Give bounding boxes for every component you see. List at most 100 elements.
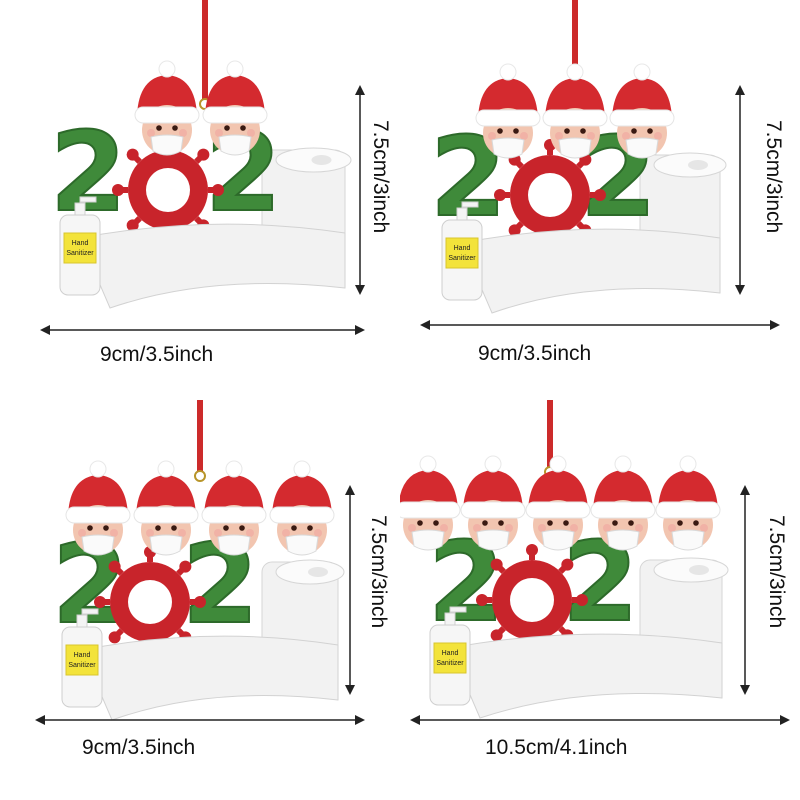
- eye: [647, 128, 653, 134]
- cheek: [622, 132, 630, 140]
- width-arrow-head-left: [35, 715, 45, 725]
- eye: [564, 128, 570, 134]
- eye: [433, 520, 439, 526]
- eye: [291, 525, 297, 531]
- width-arrow-head-right: [355, 715, 365, 725]
- face-mask: [491, 137, 525, 159]
- face-mask: [217, 534, 251, 556]
- virus-spike-tip: [94, 596, 106, 608]
- hat-brim: [400, 501, 461, 519]
- cheek: [440, 524, 448, 532]
- santa-figure: [400, 455, 461, 551]
- cheek: [635, 524, 643, 532]
- eye: [156, 125, 162, 131]
- cheek: [570, 524, 578, 532]
- eye: [693, 520, 699, 526]
- eye: [628, 520, 634, 526]
- santa-hat: [658, 470, 718, 510]
- santa-figure: [475, 63, 541, 159]
- eye: [482, 520, 488, 526]
- eye: [497, 128, 503, 134]
- zero-ring-hole: [528, 173, 572, 217]
- cheek: [587, 132, 595, 140]
- height-dimension-label: 7.5cm/3inch: [369, 120, 392, 234]
- hanging-ribbon: [202, 0, 208, 100]
- santa-figure: [542, 63, 608, 159]
- bottle-pump: [76, 614, 88, 628]
- eye: [87, 525, 93, 531]
- cheek: [408, 524, 416, 532]
- paper-banner: [81, 635, 339, 721]
- cheek: [520, 132, 528, 140]
- hat-brim: [542, 109, 608, 127]
- cheek: [654, 132, 662, 140]
- santa-figure: [655, 455, 721, 551]
- hat-pompom: [158, 60, 176, 78]
- hat-brim: [65, 506, 131, 524]
- hat-pompom: [549, 455, 567, 473]
- eye: [224, 125, 230, 131]
- width-dimension-label: 10.5cm/4.1inch: [485, 736, 628, 759]
- paper-banner: [449, 633, 723, 719]
- sanitizer-label-line1: Hand: [72, 240, 89, 247]
- eye: [498, 520, 504, 526]
- virus-spike-tip: [212, 184, 224, 196]
- zero-ring-hole: [510, 578, 554, 622]
- santa-hat: [545, 78, 605, 118]
- cheek: [538, 524, 546, 532]
- virus-zero-ring: [476, 544, 588, 656]
- width-arrow-head-right: [780, 715, 790, 725]
- height-dimension-label: 7.5cm/3inch: [762, 120, 785, 234]
- cheek: [146, 529, 154, 537]
- eye: [103, 525, 109, 531]
- cheek: [110, 529, 118, 537]
- hat-pompom: [225, 460, 243, 478]
- width-arrow-head-left: [420, 320, 430, 330]
- hat-pompom: [566, 63, 584, 81]
- sanitizer-label-line2: Sanitizer: [68, 662, 96, 669]
- height-arrow-head-bottom: [355, 285, 365, 295]
- hat-brim: [525, 501, 591, 519]
- cheek: [668, 524, 676, 532]
- virus-spike-tip: [490, 558, 503, 571]
- virus-spike-tip: [561, 558, 574, 571]
- roll-core: [308, 567, 328, 577]
- santa-figure: [269, 460, 335, 556]
- eye: [631, 128, 637, 134]
- santa-figure: [460, 455, 526, 551]
- width-arrow-head-right: [355, 325, 365, 335]
- cheek: [505, 524, 513, 532]
- hat-brim: [475, 109, 541, 127]
- virus-spike-tip: [490, 629, 503, 642]
- santa-figure: [202, 60, 268, 156]
- virus-spike-tip: [197, 148, 210, 161]
- eye: [677, 520, 683, 526]
- santa-hat: [68, 475, 128, 515]
- bottle-pump: [74, 202, 86, 216]
- cheek: [488, 132, 496, 140]
- width-dimension-label: 9cm/3.5inch: [82, 736, 196, 759]
- height-arrow-head-top: [355, 85, 365, 95]
- zero-ring-hole: [146, 168, 190, 212]
- hat-brim: [202, 106, 268, 124]
- width-dimension-label: 9cm/3.5inch: [478, 342, 592, 365]
- virus-spike-tip: [576, 594, 588, 606]
- virus-spike-tip: [126, 219, 139, 232]
- santa-hat: [272, 475, 332, 515]
- santa-hat: [612, 78, 672, 118]
- hat-pompom: [419, 455, 437, 473]
- hanging-loop: [194, 470, 206, 482]
- face-mask: [476, 529, 510, 551]
- cheek: [214, 529, 222, 537]
- santa-figure: [201, 460, 267, 556]
- santa-hat: [136, 475, 196, 515]
- digit-two-left: 2: [50, 108, 127, 236]
